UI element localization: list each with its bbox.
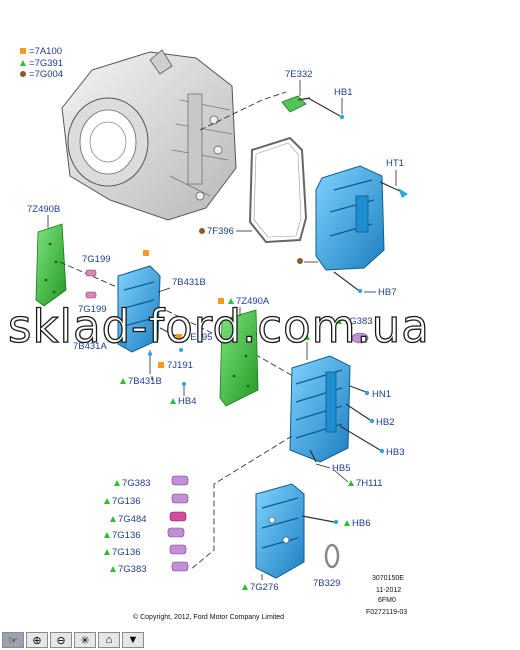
solenoid-stack: 7G383 7G136 7G484 7G136 7G136 7G383 — [104, 475, 189, 575]
legend-code-7g391: =7G391 — [29, 58, 63, 69]
label-hb1: HB1 — [334, 87, 352, 98]
valve-body-upper — [117, 265, 161, 353]
label-7g276: 7G276 — [250, 582, 279, 593]
part-7g199-b — [85, 291, 97, 299]
fit-icon: ✳ — [80, 634, 90, 647]
lower-valve-body-7g276 — [255, 483, 305, 579]
assembly-line-solenoids — [189, 435, 293, 571]
copyright-notice: © Copyright, 2012, Ford Motor Company Li… — [133, 613, 284, 621]
label-7g199-a: 7G199 — [82, 254, 111, 265]
label-7b431b-top: 7B431B — [172, 277, 206, 288]
zoom-in-button[interactable]: ⊕ — [26, 632, 48, 648]
label-solenoid-4: 7G136 — [112, 530, 141, 541]
label-7g199-b: 7G199 — [78, 304, 107, 315]
home-icon: ⌂ — [105, 634, 113, 646]
label-7e332: 7E332 — [285, 69, 312, 80]
label-7b431a: 7B431A — [73, 341, 107, 352]
assembly-line-top — [199, 91, 287, 131]
watermark-text: sklad-ford.com.ua — [8, 300, 430, 353]
pan-icon: ☞ — [8, 634, 18, 647]
menu-dropdown-button[interactable]: ▼ — [122, 632, 144, 648]
viewer-toolbar: ☞ ⊕ ⊖ ✳ ⌂ ▼ — [0, 632, 172, 650]
label-7z490a: 7Z490A — [236, 296, 270, 307]
label-7e195: 7E195 — [185, 332, 212, 343]
main-valve-body — [289, 355, 351, 463]
part-7g199-a — [85, 269, 97, 277]
reference-line-1: 3070150E — [372, 575, 404, 582]
pan-tool-button[interactable]: ☞ — [2, 632, 24, 648]
label-7g383-top: 7G383 — [344, 316, 373, 327]
label-solenoid-1: 7G383 — [122, 478, 151, 489]
menu-dropdown-icon: ▼ — [127, 634, 139, 646]
assembly-line-mid — [59, 261, 301, 381]
seal-7b431a — [119, 340, 127, 348]
label-hb3: HB3 — [386, 447, 404, 458]
label-7f396: 7F396 — [207, 226, 234, 237]
valve-body-cover — [315, 165, 385, 271]
zoom-out-icon: ⊖ — [56, 634, 66, 647]
label-solenoid-5: 7G136 — [112, 547, 141, 558]
label-ht1: HT1 — [386, 158, 404, 169]
zoom-out-button[interactable]: ⊖ — [50, 632, 72, 648]
legend-circle-marker — [20, 71, 26, 77]
transmission-case — [61, 49, 237, 221]
label-solenoid-6: 7G383 — [118, 564, 147, 575]
legend-code-7g004: =7G004 — [29, 69, 63, 80]
exploded-parts-diagram: =7A100 =7G391 =7G004 7E332 HB1 7F396 — [7, 46, 430, 621]
reference-line-2: 11-2012 — [376, 587, 401, 594]
legend-square-marker — [20, 48, 26, 54]
separator-plate-7z490a — [219, 309, 259, 407]
label-hb2: HB2 — [376, 417, 394, 428]
label-7b431b-bottom: 7B431B — [128, 376, 162, 387]
label-7j191: 7J191 — [167, 360, 193, 371]
label-solenoid-3: 7G484 — [118, 514, 147, 525]
label-hb6: HB6 — [352, 518, 370, 529]
label-hb4: HB4 — [178, 396, 196, 407]
separator-plate-7z490b — [35, 223, 67, 307]
legend-code-7a100: =7A100 — [29, 46, 62, 57]
label-hn1: HN1 — [372, 389, 391, 400]
legend-triangle-marker — [20, 60, 26, 66]
label-hb5: HB5 — [332, 463, 350, 474]
label-solenoid-2: 7G136 — [112, 496, 141, 507]
reference-line-3: 6FM0 — [378, 597, 396, 604]
part-7e332 — [281, 95, 311, 113]
label-7b329: 7B329 — [313, 578, 340, 589]
zoom-in-icon: ⊕ — [32, 634, 42, 647]
bolt-hb1 — [307, 97, 341, 117]
seal-7b329 — [324, 543, 340, 569]
reference-line-4: F0272119-03 — [366, 609, 407, 616]
fit-view-button[interactable]: ✳ — [74, 632, 96, 648]
label-7z490b: 7Z490B — [27, 204, 60, 215]
label-hb7: HB7 — [378, 287, 396, 298]
gasket-7f396 — [248, 136, 308, 244]
label-7h111: 7H111 — [356, 478, 383, 489]
legend: =7A100 =7G391 =7G004 — [20, 46, 63, 80]
home-button[interactable]: ⌂ — [98, 632, 120, 648]
